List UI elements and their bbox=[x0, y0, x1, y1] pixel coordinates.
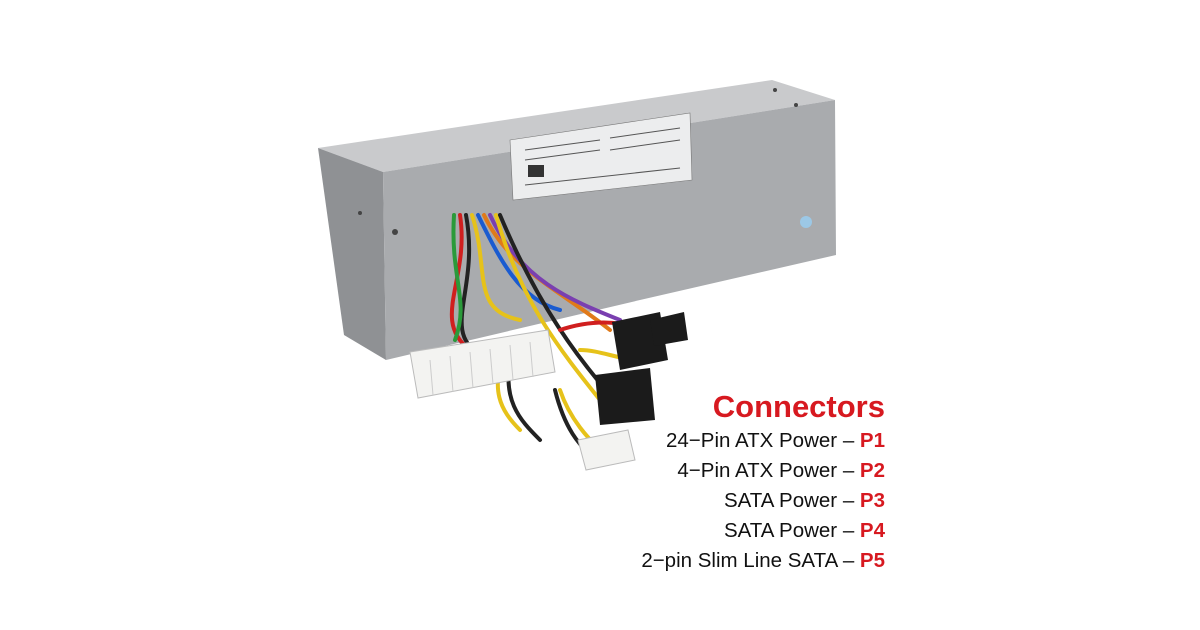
connector-code: P1 bbox=[859, 429, 885, 452]
sticker bbox=[800, 216, 812, 228]
separator: – bbox=[837, 489, 860, 512]
connector-p1 bbox=[409, 329, 556, 399]
connector-p4 bbox=[595, 368, 655, 425]
connector-code: P5 bbox=[859, 549, 885, 572]
legend-title: Connectors bbox=[712, 389, 885, 424]
connector-name: 4−Pin ATX Power bbox=[677, 459, 838, 482]
separator: – bbox=[837, 429, 860, 452]
separator: – bbox=[837, 459, 860, 482]
psu-vent-face bbox=[318, 148, 386, 360]
legend-row-p3: SATA Power – P3 bbox=[641, 486, 885, 516]
legend-row-p2: 4−Pin ATX Power – P2 bbox=[641, 456, 885, 486]
connector-code: P3 bbox=[859, 489, 885, 512]
connector-code: P2 bbox=[859, 459, 885, 482]
legend-row-p5: 2−pin Slim Line SATA – P5 bbox=[641, 546, 885, 576]
legend-row-p4: SATA Power – P4 bbox=[641, 516, 885, 546]
connector-name: 24−Pin ATX Power bbox=[666, 429, 838, 452]
connector-p2 bbox=[577, 429, 636, 471]
connector-name: SATA Power bbox=[723, 489, 838, 512]
separator: – bbox=[837, 519, 860, 542]
connector-name: 2−pin Slim Line SATA bbox=[641, 549, 838, 572]
qr-code bbox=[528, 165, 544, 177]
psu-label bbox=[509, 112, 693, 201]
separator: – bbox=[837, 549, 860, 572]
connectors-legend: Connectors 24−Pin ATX Power – P1 4−Pin A… bbox=[641, 388, 885, 576]
connector-name: SATA Power bbox=[723, 519, 838, 542]
legend-row-p1: 24−Pin ATX Power – P1 bbox=[641, 426, 885, 456]
psu-front-face bbox=[383, 100, 836, 360]
connector-code: P4 bbox=[859, 519, 885, 542]
connector-p5 bbox=[650, 312, 688, 346]
psu-top-face bbox=[318, 80, 835, 172]
